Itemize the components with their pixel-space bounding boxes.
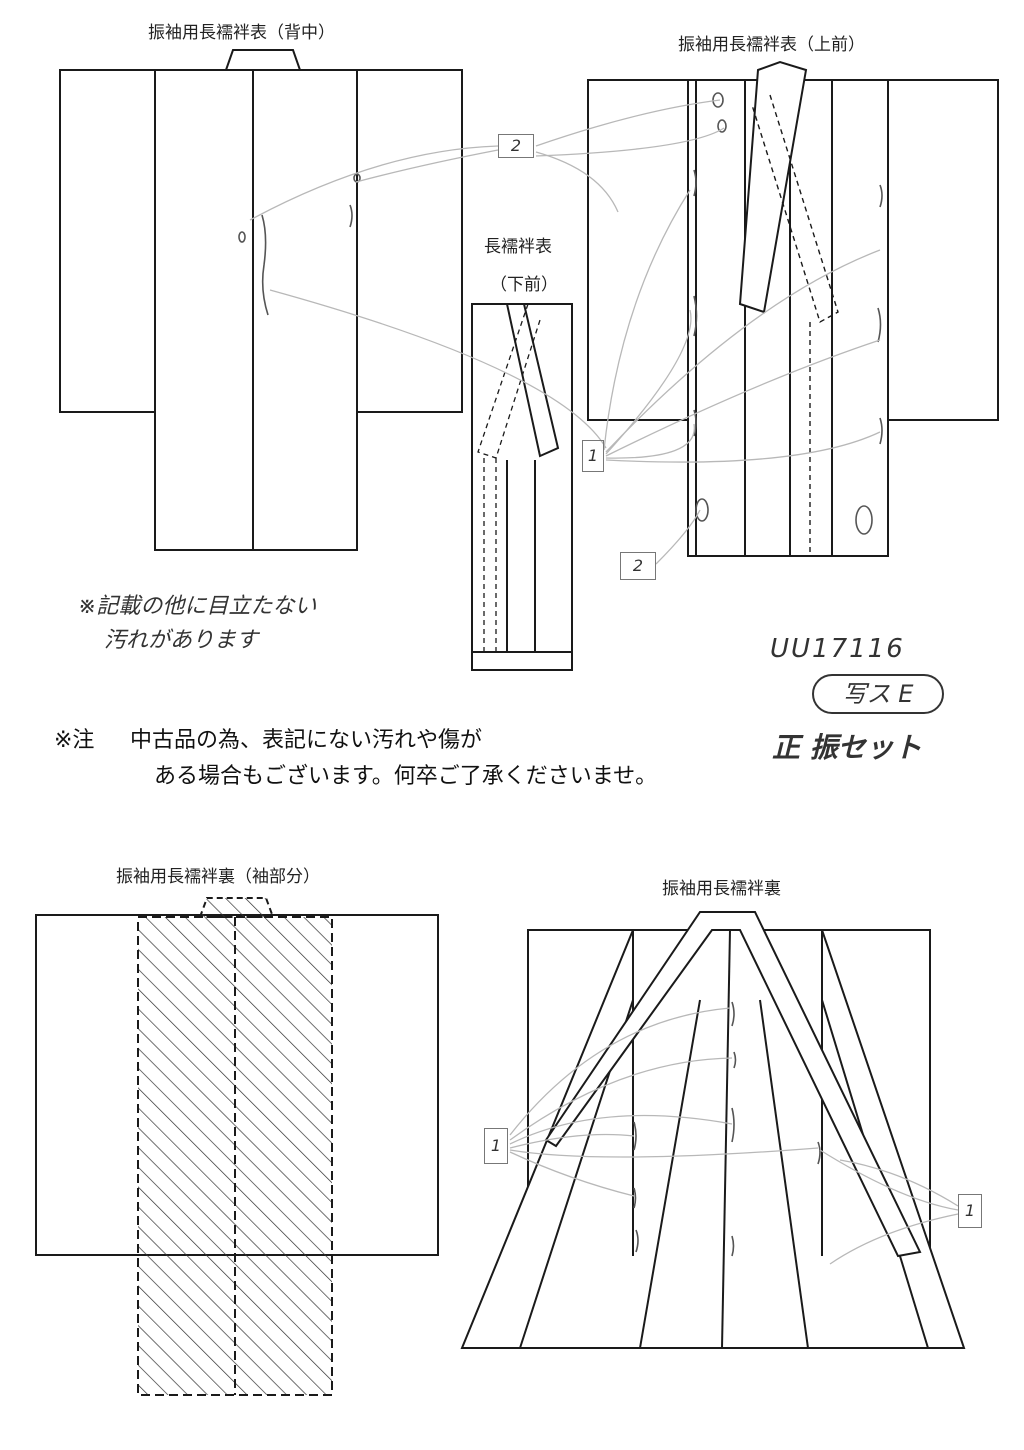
upper-front-hidden-collar bbox=[751, 94, 839, 556]
handwritten-circled-note: 写ス E bbox=[812, 674, 944, 714]
lining-stains bbox=[633, 1001, 821, 1257]
lower-front-view-title-line2: （下前） bbox=[490, 275, 558, 295]
stain-marker-box: 1 bbox=[958, 1194, 982, 1228]
stain-marker-box: 1 bbox=[484, 1128, 508, 1164]
notice-mark: ※注 bbox=[54, 728, 95, 753]
upper-front-collar-band bbox=[738, 60, 808, 314]
lining-hatched-collar bbox=[198, 897, 275, 918]
handwritten-remark-line2: 汚れがあります bbox=[104, 628, 259, 653]
back-view-diagram bbox=[59, 49, 463, 551]
back-body-panel bbox=[154, 69, 358, 551]
lower-front-collar-band bbox=[505, 303, 560, 458]
back-view-title: 振袖用長襦袢表（背中） bbox=[148, 23, 335, 43]
lining-flared-body bbox=[460, 929, 966, 1349]
upper-front-view-title: 振袖用長襦袢表（上前） bbox=[678, 35, 865, 55]
lining-sleeve-view-title: 振袖用長襦袢裏（袖部分） bbox=[116, 867, 320, 887]
stain-leader-lines bbox=[249, 99, 959, 1265]
notice-line1: 中古品の為、表記にない汚れや傷が bbox=[130, 728, 483, 753]
back-view-stains bbox=[238, 173, 361, 316]
back-collar bbox=[224, 49, 302, 71]
stain-mark bbox=[238, 231, 246, 243]
lower-front-diagram bbox=[471, 303, 573, 671]
upper-front-stains bbox=[693, 92, 883, 535]
lining-view-title: 振袖用長襦袢裏 bbox=[662, 879, 781, 899]
lining-collar-band bbox=[544, 911, 922, 1258]
handwritten-item-code: UU17116 bbox=[770, 634, 905, 664]
notice-line2: ある場合もございます。何卒ご了承くださいませ。 bbox=[154, 764, 658, 789]
upper-front-diagram bbox=[587, 60, 999, 557]
stain-mark bbox=[261, 214, 269, 316]
lining-diagram bbox=[460, 911, 966, 1349]
handwritten-set-name: 正 振セット bbox=[772, 731, 922, 764]
lining-sleeve-diagram bbox=[35, 897, 439, 1396]
stain-marker-box: 1 bbox=[582, 440, 604, 472]
stain-marker-box: 2 bbox=[498, 134, 534, 158]
stain-marker-box: 2 bbox=[620, 552, 656, 580]
lower-front-view-title-line1: 長襦袢表 bbox=[484, 237, 552, 257]
lower-front-hidden-collar bbox=[477, 303, 541, 652]
handwritten-remark-line1: ※記載の他に目立たない bbox=[78, 594, 317, 619]
stain-mark bbox=[349, 204, 353, 228]
